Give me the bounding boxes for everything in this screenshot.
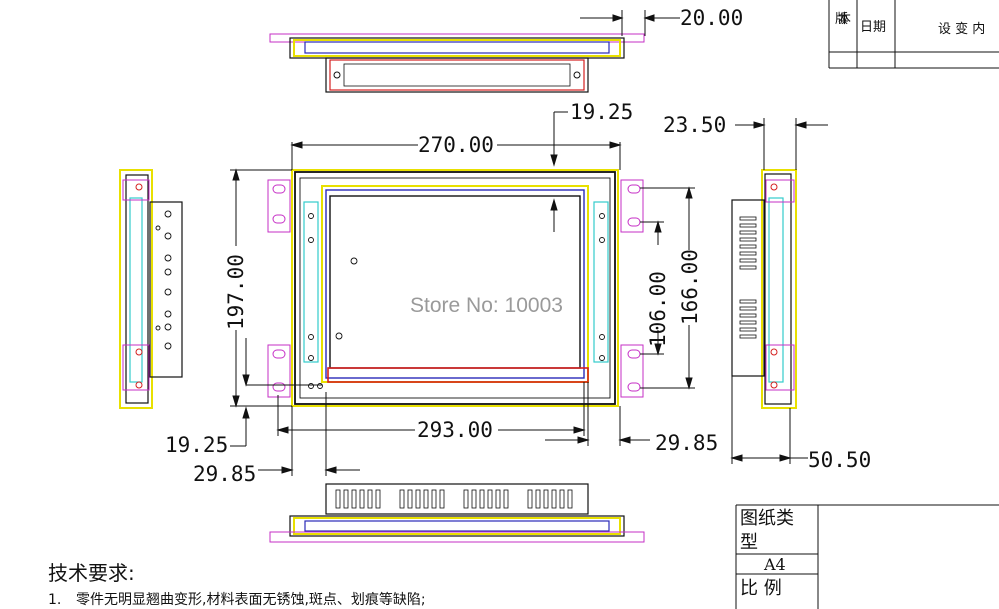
dim-overall-height-label: 197.00 (224, 254, 248, 330)
dim-bezel-width (276, 382, 586, 436)
dim-inner-offset-top-label: 19.25 (570, 100, 633, 124)
dim-hole-spacing-small (640, 220, 664, 356)
bottom-view (269, 483, 645, 543)
dim-side-depth (730, 376, 808, 464)
revision-table (828, 0, 999, 69)
dim-hole-spacing-large (640, 186, 695, 390)
notes-heading: 技术要求: (48, 561, 135, 585)
dim-right-offset (545, 382, 650, 446)
scale-label: 比 例 (740, 578, 782, 599)
dim-side-depth-top (735, 118, 828, 170)
sheet-type-label-line1: 图纸类 (740, 508, 794, 529)
date-label: 日期 (860, 20, 886, 35)
version-label: 版本 (835, 12, 851, 27)
note-item-text: 零件无明显翘曲变形,材料表面无锈蚀,斑点、划痕等缺陷; (76, 591, 426, 608)
dim-top-offset-label: 20.00 (680, 6, 743, 30)
front-view (267, 169, 644, 407)
note-item-number: 1. (48, 592, 61, 608)
sheet-type-label-line2: 型 (740, 532, 758, 553)
top-view (269, 33, 645, 93)
sheet-size: A4 (763, 555, 786, 574)
dim-side-depth-label: 50.50 (808, 448, 871, 472)
dim-hole-spacing-large-label: 166.00 (678, 249, 702, 325)
sheet-info-table (735, 504, 999, 609)
dim-right-offset-label: 29.85 (655, 431, 718, 455)
dim-inner-offset-top (550, 111, 568, 232)
dim-side-depth-top-label: 23.50 (663, 113, 726, 137)
dim-overall-width (290, 141, 622, 170)
left-side-view (119, 169, 183, 409)
dim-overall-height (230, 168, 292, 408)
change-label: 设 变 内 (938, 21, 985, 37)
dim-left-offset (258, 392, 360, 476)
dim-top-offset (580, 10, 680, 36)
dim-hole-spacing-small-label: 106.00 (646, 271, 670, 347)
dim-left-offset-label: 29.85 (193, 462, 256, 486)
dim-bezel-width-label: 293.00 (417, 418, 493, 442)
dim-overall-width-label: 270.00 (418, 133, 494, 157)
dim-inner-offset-left-label: 19.25 (165, 433, 228, 457)
dim-inner-offset-left (230, 338, 322, 447)
store-watermark: Store No: 10003 (410, 294, 563, 317)
right-side-view (731, 169, 797, 409)
